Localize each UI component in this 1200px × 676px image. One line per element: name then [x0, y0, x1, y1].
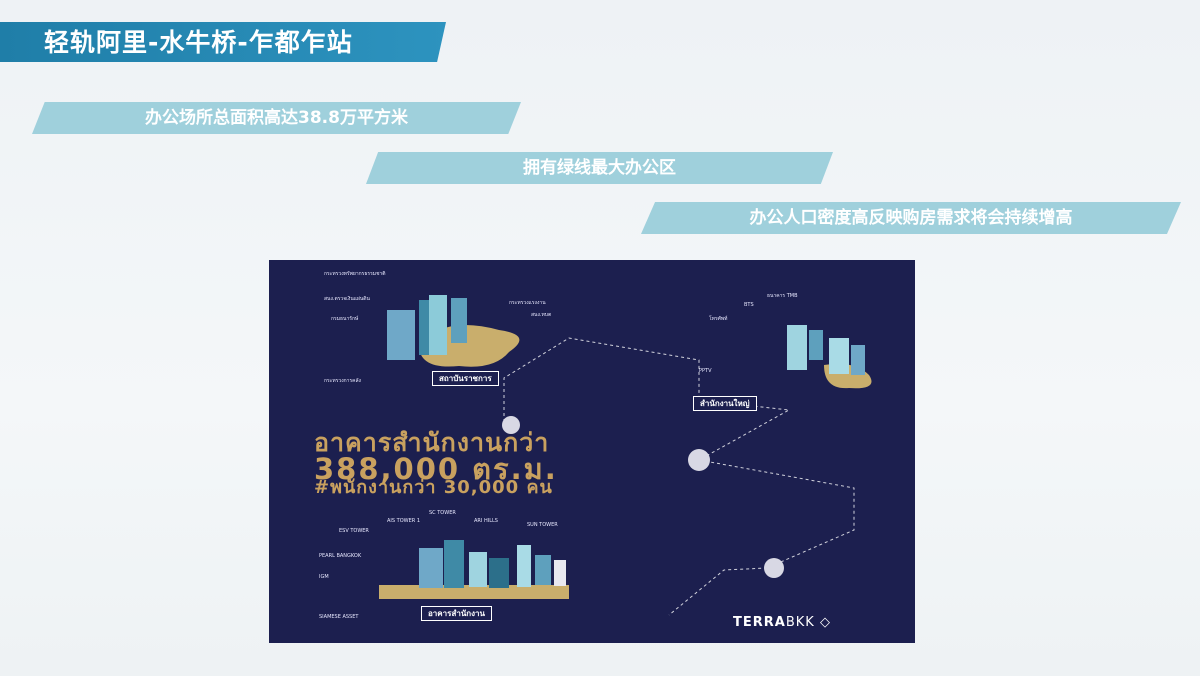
highlight-ribbon-3: 办公人口密度高反映购房需求将会持续增高: [641, 202, 1181, 234]
infographic-artwork: กระทรวงทรัพยากรธรรมชาติ สนง.ตรวจเงินแผ่น…: [319, 270, 872, 620]
route-node-2: [688, 449, 710, 471]
highlight-ribbon-2: 拥有绿线最大办公区: [366, 152, 833, 184]
highlight-ribbon-1: 办公场所总面积高达38.8万平方米: [32, 102, 521, 134]
svg-text:ARI HILLS: ARI HILLS: [474, 518, 498, 524]
svg-text:BTS: BTS: [744, 302, 754, 308]
svg-text:PPTV: PPTV: [699, 368, 712, 374]
label-offices: อาคารสำนักงาน: [421, 606, 492, 621]
svg-text:กระทรวงแรงงาน: กระทรวงแรงงาน: [509, 300, 546, 306]
svg-text:สนง.ทบต: สนง.ทบต: [531, 312, 551, 318]
terrabkk-logo: TERRABKK ◇: [733, 615, 831, 630]
svg-text:ธนาคาร TMB: ธนาคาร TMB: [767, 293, 798, 299]
infographic-employees: #พนักงานกว่า 30,000 คน: [314, 477, 553, 498]
svg-text:SUN TOWER: SUN TOWER: [527, 522, 558, 528]
page-title: 轻轨阿里-水牛桥-乍都乍站: [44, 28, 353, 57]
infographic-area: 388,000 ตร.ม.: [314, 452, 558, 486]
route-node-1: [502, 416, 520, 434]
svg-text:SC TOWER: SC TOWER: [429, 510, 456, 516]
route-node-3: [764, 558, 784, 578]
label-institutions: สถาบันราชการ: [432, 371, 499, 386]
infographic-headline: อาคารสำนักงานกว่า: [314, 428, 550, 457]
infographic-image: กระทรวงทรัพยากรธรรมชาติ สนง.ตรวจเงินแผ่น…: [269, 260, 915, 643]
svg-text:ESV TOWER: ESV TOWER: [339, 528, 369, 534]
svg-text:PEARL BANGKOK: PEARL BANGKOK: [319, 553, 362, 559]
title-bar: [0, 22, 446, 62]
svg-text:กระทรวงการคลัง: กระทรวงการคลัง: [324, 378, 362, 384]
svg-text:IGM: IGM: [319, 574, 329, 580]
label-hq: สำนักงานใหญ่: [693, 396, 757, 411]
svg-text:สนง.ตรวจเงินแผ่นดิน: สนง.ตรวจเงินแผ่นดิน: [324, 295, 371, 302]
svg-text:กรมธนารักษ์: กรมธนารักษ์: [331, 315, 359, 322]
svg-text:กระทรวงทรัพยากรธรรมชาติ: กระทรวงทรัพยากรธรรมชาติ: [324, 270, 386, 277]
svg-text:โทรศัพท์: โทรศัพท์: [709, 315, 727, 322]
svg-text:SIAMESE ASSET: SIAMESE ASSET: [319, 614, 359, 620]
svg-text:AIS TOWER 1: AIS TOWER 1: [387, 518, 420, 524]
